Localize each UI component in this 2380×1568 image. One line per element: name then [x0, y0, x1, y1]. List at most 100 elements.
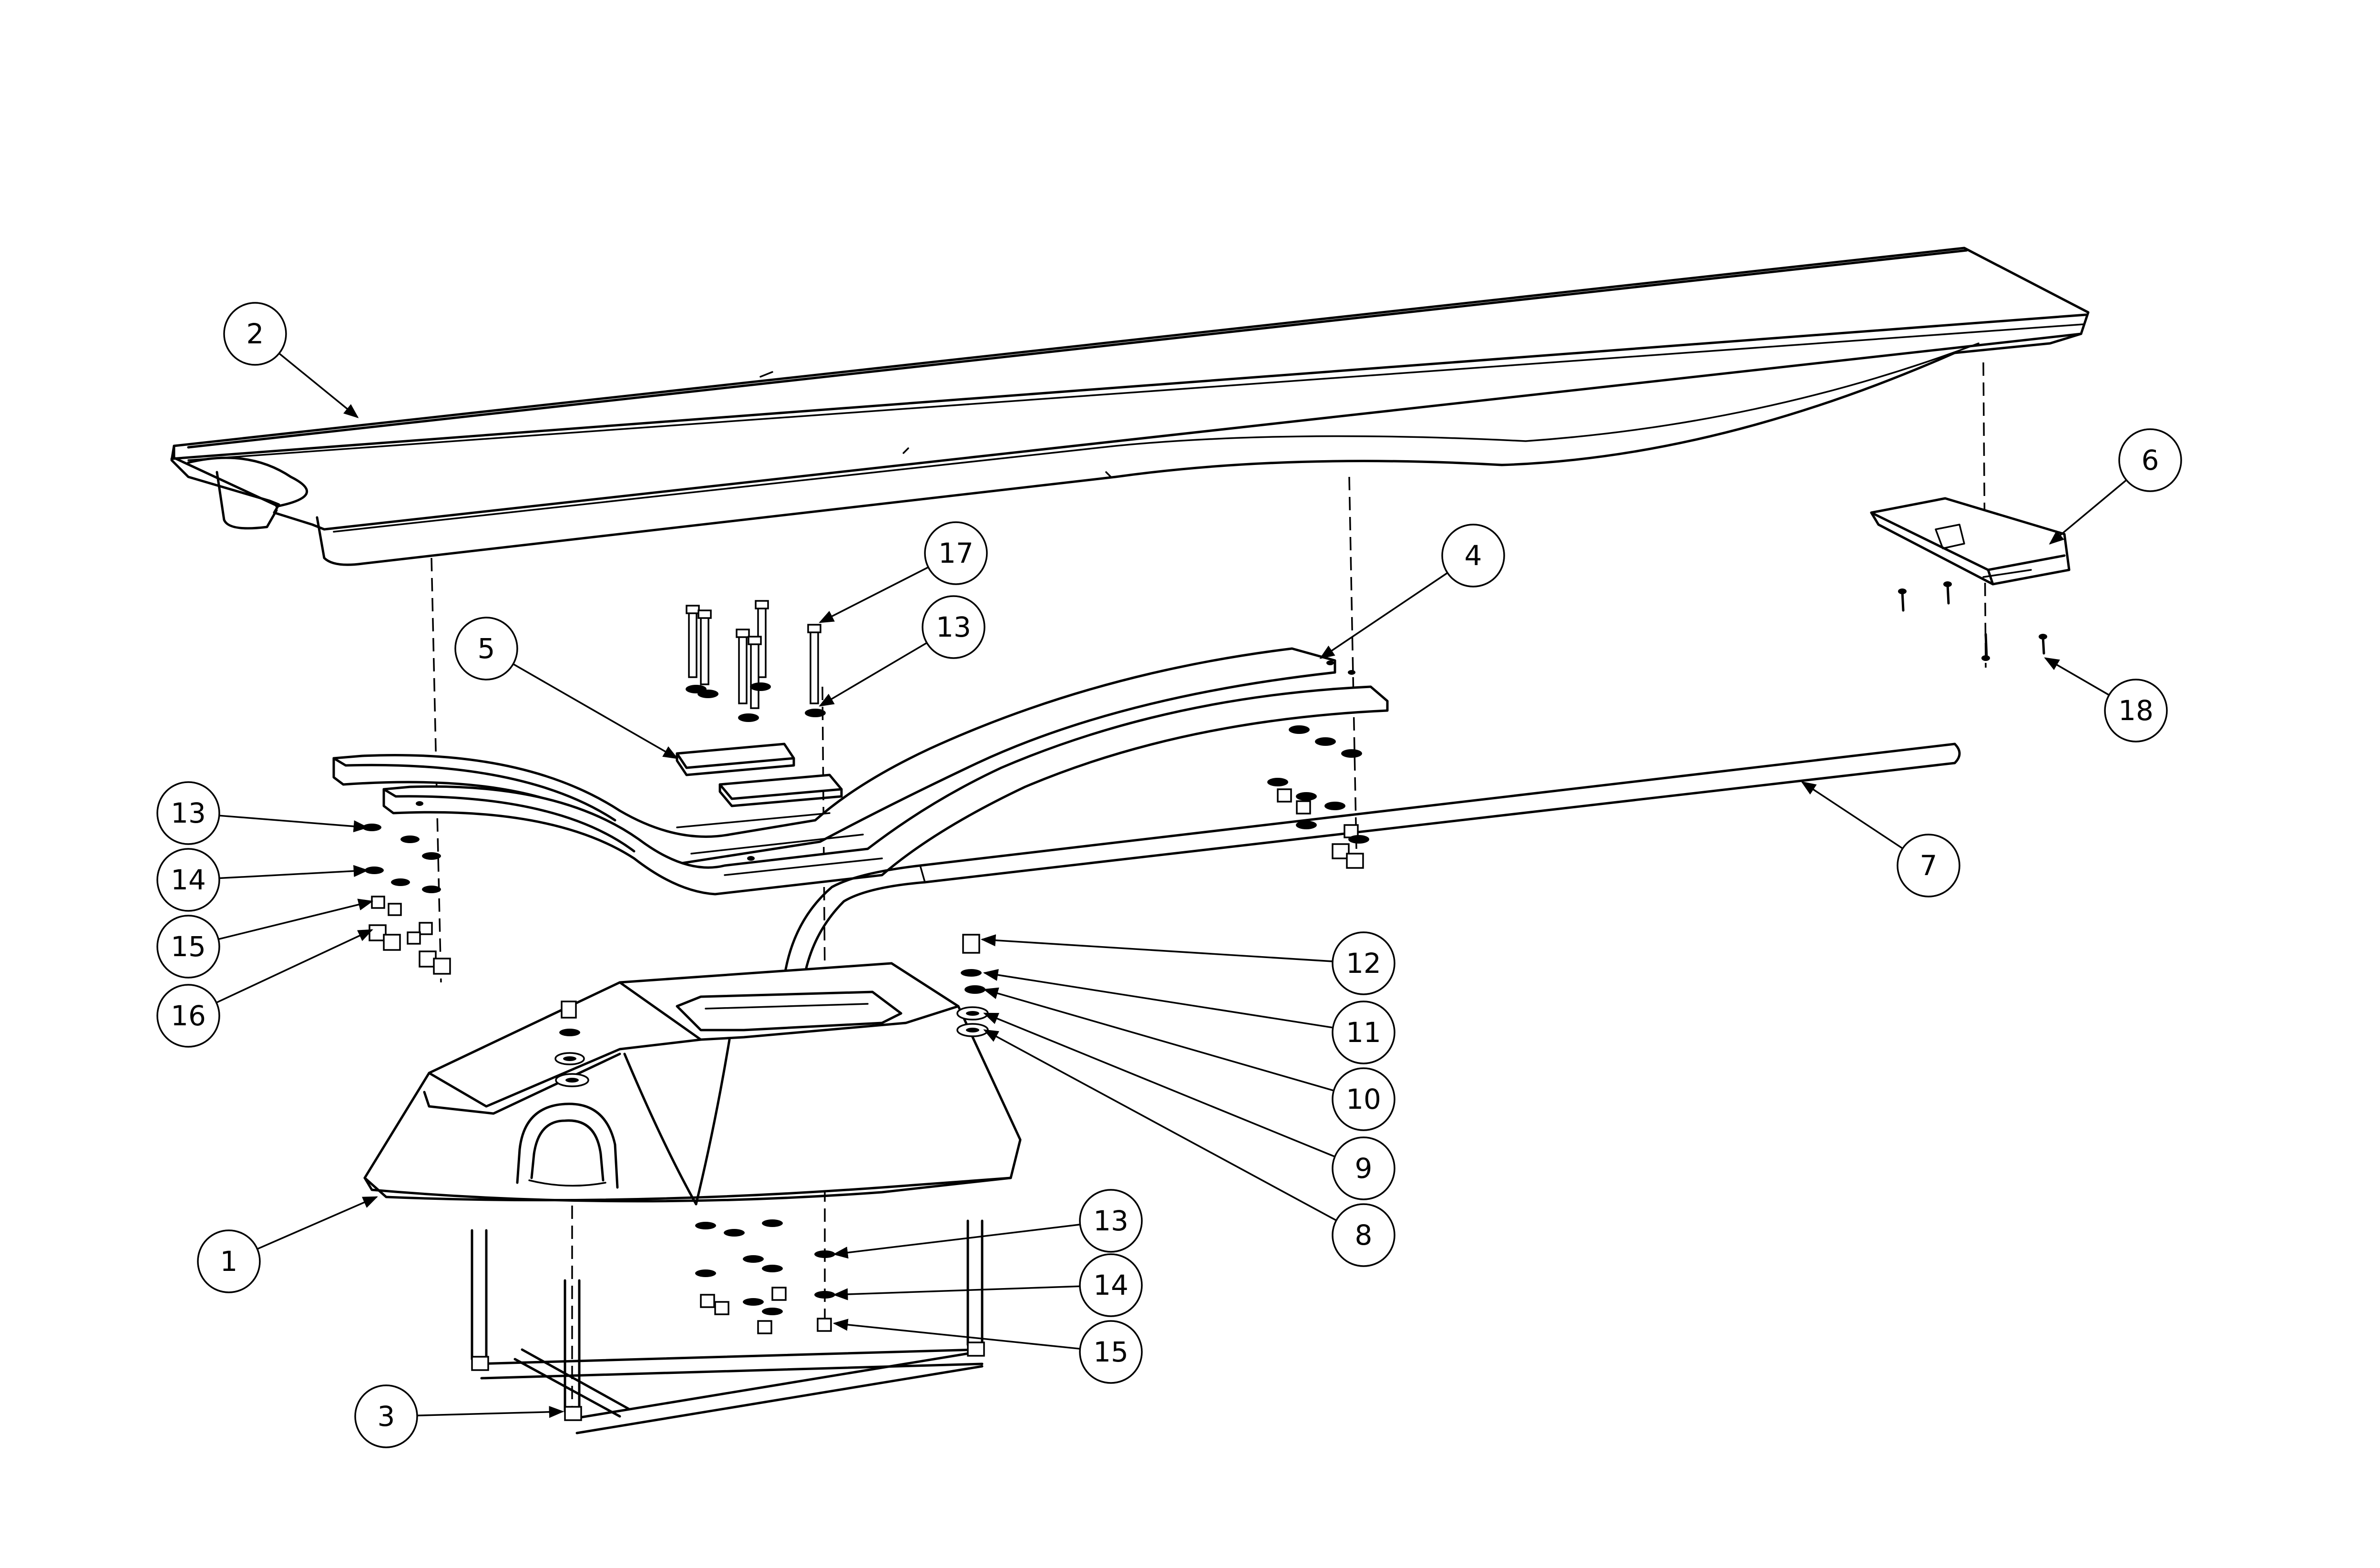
- callout-bubble-c2: 2: [223, 302, 287, 366]
- callout-number: 12: [1346, 947, 1381, 980]
- callout-number: 14: [1093, 1269, 1128, 1301]
- callout-number: 13: [171, 797, 206, 829]
- callout-bubble-c14b: 14: [1079, 1253, 1143, 1317]
- callout-bubble-c9: 9: [1332, 1136, 1395, 1200]
- callout-circle: [1079, 1189, 1143, 1253]
- callout-circle: [156, 848, 220, 912]
- callout-bubble-c13a: 13: [922, 595, 985, 659]
- callout-circle: [1079, 1253, 1143, 1317]
- callout-circle: [1332, 1067, 1395, 1131]
- leader-line-c4: [1319, 572, 1448, 659]
- leader-line-c3: [417, 1406, 564, 1418]
- callout-circle: [354, 1384, 418, 1448]
- callout-circle: [1332, 1203, 1395, 1267]
- leader-line-c13a: [819, 642, 927, 707]
- callout-number: 14: [171, 864, 206, 896]
- leader-line-c16: [216, 929, 373, 1004]
- callout-bubble-c15b: 15: [1079, 1320, 1143, 1384]
- callout-circle: [1897, 834, 1960, 897]
- leader-line-c14b: [832, 1285, 1080, 1300]
- callout-circle: [1441, 524, 1505, 588]
- callout-circle: [1332, 1001, 1395, 1064]
- part-18-screws: [1898, 581, 2047, 661]
- callout-number: 17: [938, 537, 974, 569]
- callout-circle: [922, 595, 985, 659]
- leader-line-c17: [819, 566, 929, 623]
- leader-line-c1: [256, 1196, 378, 1250]
- leader-line-c13c: [832, 1224, 1080, 1259]
- callout-circle: [1332, 1136, 1395, 1200]
- leader-line-c14a: [219, 865, 369, 879]
- leader-line-c6: [2049, 479, 2127, 545]
- leader-line-c2: [278, 352, 359, 418]
- alignment-line: [1348, 476, 1357, 849]
- callout-bubble-c16: 16: [156, 984, 220, 1048]
- leader-line-c9: [983, 1012, 1335, 1158]
- leader-line-c7: [1801, 781, 1903, 849]
- callout-bubble-c8: 8: [1332, 1203, 1395, 1267]
- callout-bubble-c14a: 14: [156, 848, 220, 912]
- callout-circle: [2118, 428, 2182, 492]
- callout-bubble-c13b: 13: [156, 781, 220, 845]
- leader-line-c5: [513, 663, 678, 759]
- callout-bubble-c3: 3: [354, 1384, 418, 1448]
- part-6-bracket: [1870, 497, 2071, 586]
- callout-circle: [454, 617, 518, 681]
- leader-line-c15b: [832, 1319, 1080, 1350]
- callout-number: 13: [936, 611, 971, 643]
- callout-circle: [197, 1229, 261, 1293]
- part-2-diving-board: [170, 247, 2090, 566]
- callout-number: 8: [1355, 1219, 1373, 1251]
- callout-number: 7: [1920, 849, 1938, 882]
- callout-number: 11: [1346, 1016, 1381, 1049]
- callout-bubble-c7: 7: [1897, 834, 1960, 897]
- callout-number: 1: [220, 1245, 238, 1278]
- part-3-anchor-frame: [471, 1219, 985, 1434]
- callout-bubble-c4: 4: [1441, 524, 1505, 588]
- callout-number: 6: [2142, 444, 2159, 476]
- callout-leaders: [216, 352, 2127, 1418]
- base-lower-hardware: [695, 1219, 835, 1334]
- callout-number: 18: [2118, 694, 2154, 727]
- callout-bubble-c15a: 15: [156, 915, 220, 979]
- callout-number: 3: [378, 1400, 395, 1433]
- callout-circle: [2104, 679, 2168, 743]
- leader-line-c13b: [219, 815, 369, 833]
- part-17-bolts: [686, 600, 821, 709]
- leader-line-c18: [2044, 657, 2110, 696]
- callout-number: 4: [1465, 539, 1482, 572]
- callout-bubble-c5: 5: [454, 617, 518, 681]
- callout-bubble-c13c: 13: [1079, 1189, 1143, 1253]
- callout-circle: [1079, 1320, 1143, 1384]
- leader-line-c12: [980, 934, 1333, 962]
- callout-number: 16: [171, 1000, 206, 1032]
- leader-line-c11: [983, 969, 1334, 1029]
- callout-number: 10: [1346, 1083, 1381, 1115]
- callout-bubbles: 2 6 17 13 4 5 18 13 14 15 16 7 12 11 10 9 8 1 13 14 15 3: [156, 302, 2182, 1448]
- leader-line-c10: [983, 987, 1334, 1092]
- callout-bubble-c1: 1: [197, 1229, 261, 1293]
- right-support-hardware: [1267, 725, 1369, 869]
- leader-line-c8: [983, 1029, 1337, 1221]
- callout-circle: [156, 915, 220, 979]
- callout-number: 15: [1093, 1336, 1128, 1368]
- callout-bubble-c10: 10: [1332, 1067, 1395, 1131]
- callout-circle: [156, 984, 220, 1048]
- part-5-plates: [676, 743, 843, 807]
- callout-circle: [924, 521, 988, 585]
- callout-number: 13: [1093, 1205, 1128, 1237]
- callout-bubble-c11: 11: [1332, 1001, 1395, 1064]
- base-left-hardware: [554, 1001, 589, 1087]
- callout-bubble-c6: 6: [2118, 428, 2182, 492]
- callout-bubble-c12: 12: [1332, 931, 1395, 995]
- callout-number: 15: [171, 930, 206, 963]
- callout-bubble-c18: 18: [2104, 679, 2168, 743]
- callout-circle: [1332, 931, 1395, 995]
- callout-circle: [156, 781, 220, 845]
- callout-number: 9: [1355, 1152, 1373, 1185]
- upper-washers: [686, 682, 826, 722]
- part-4-supports: [332, 647, 1389, 896]
- leader-line-c15a: [218, 898, 374, 940]
- callout-bubble-c17: 17: [924, 521, 988, 585]
